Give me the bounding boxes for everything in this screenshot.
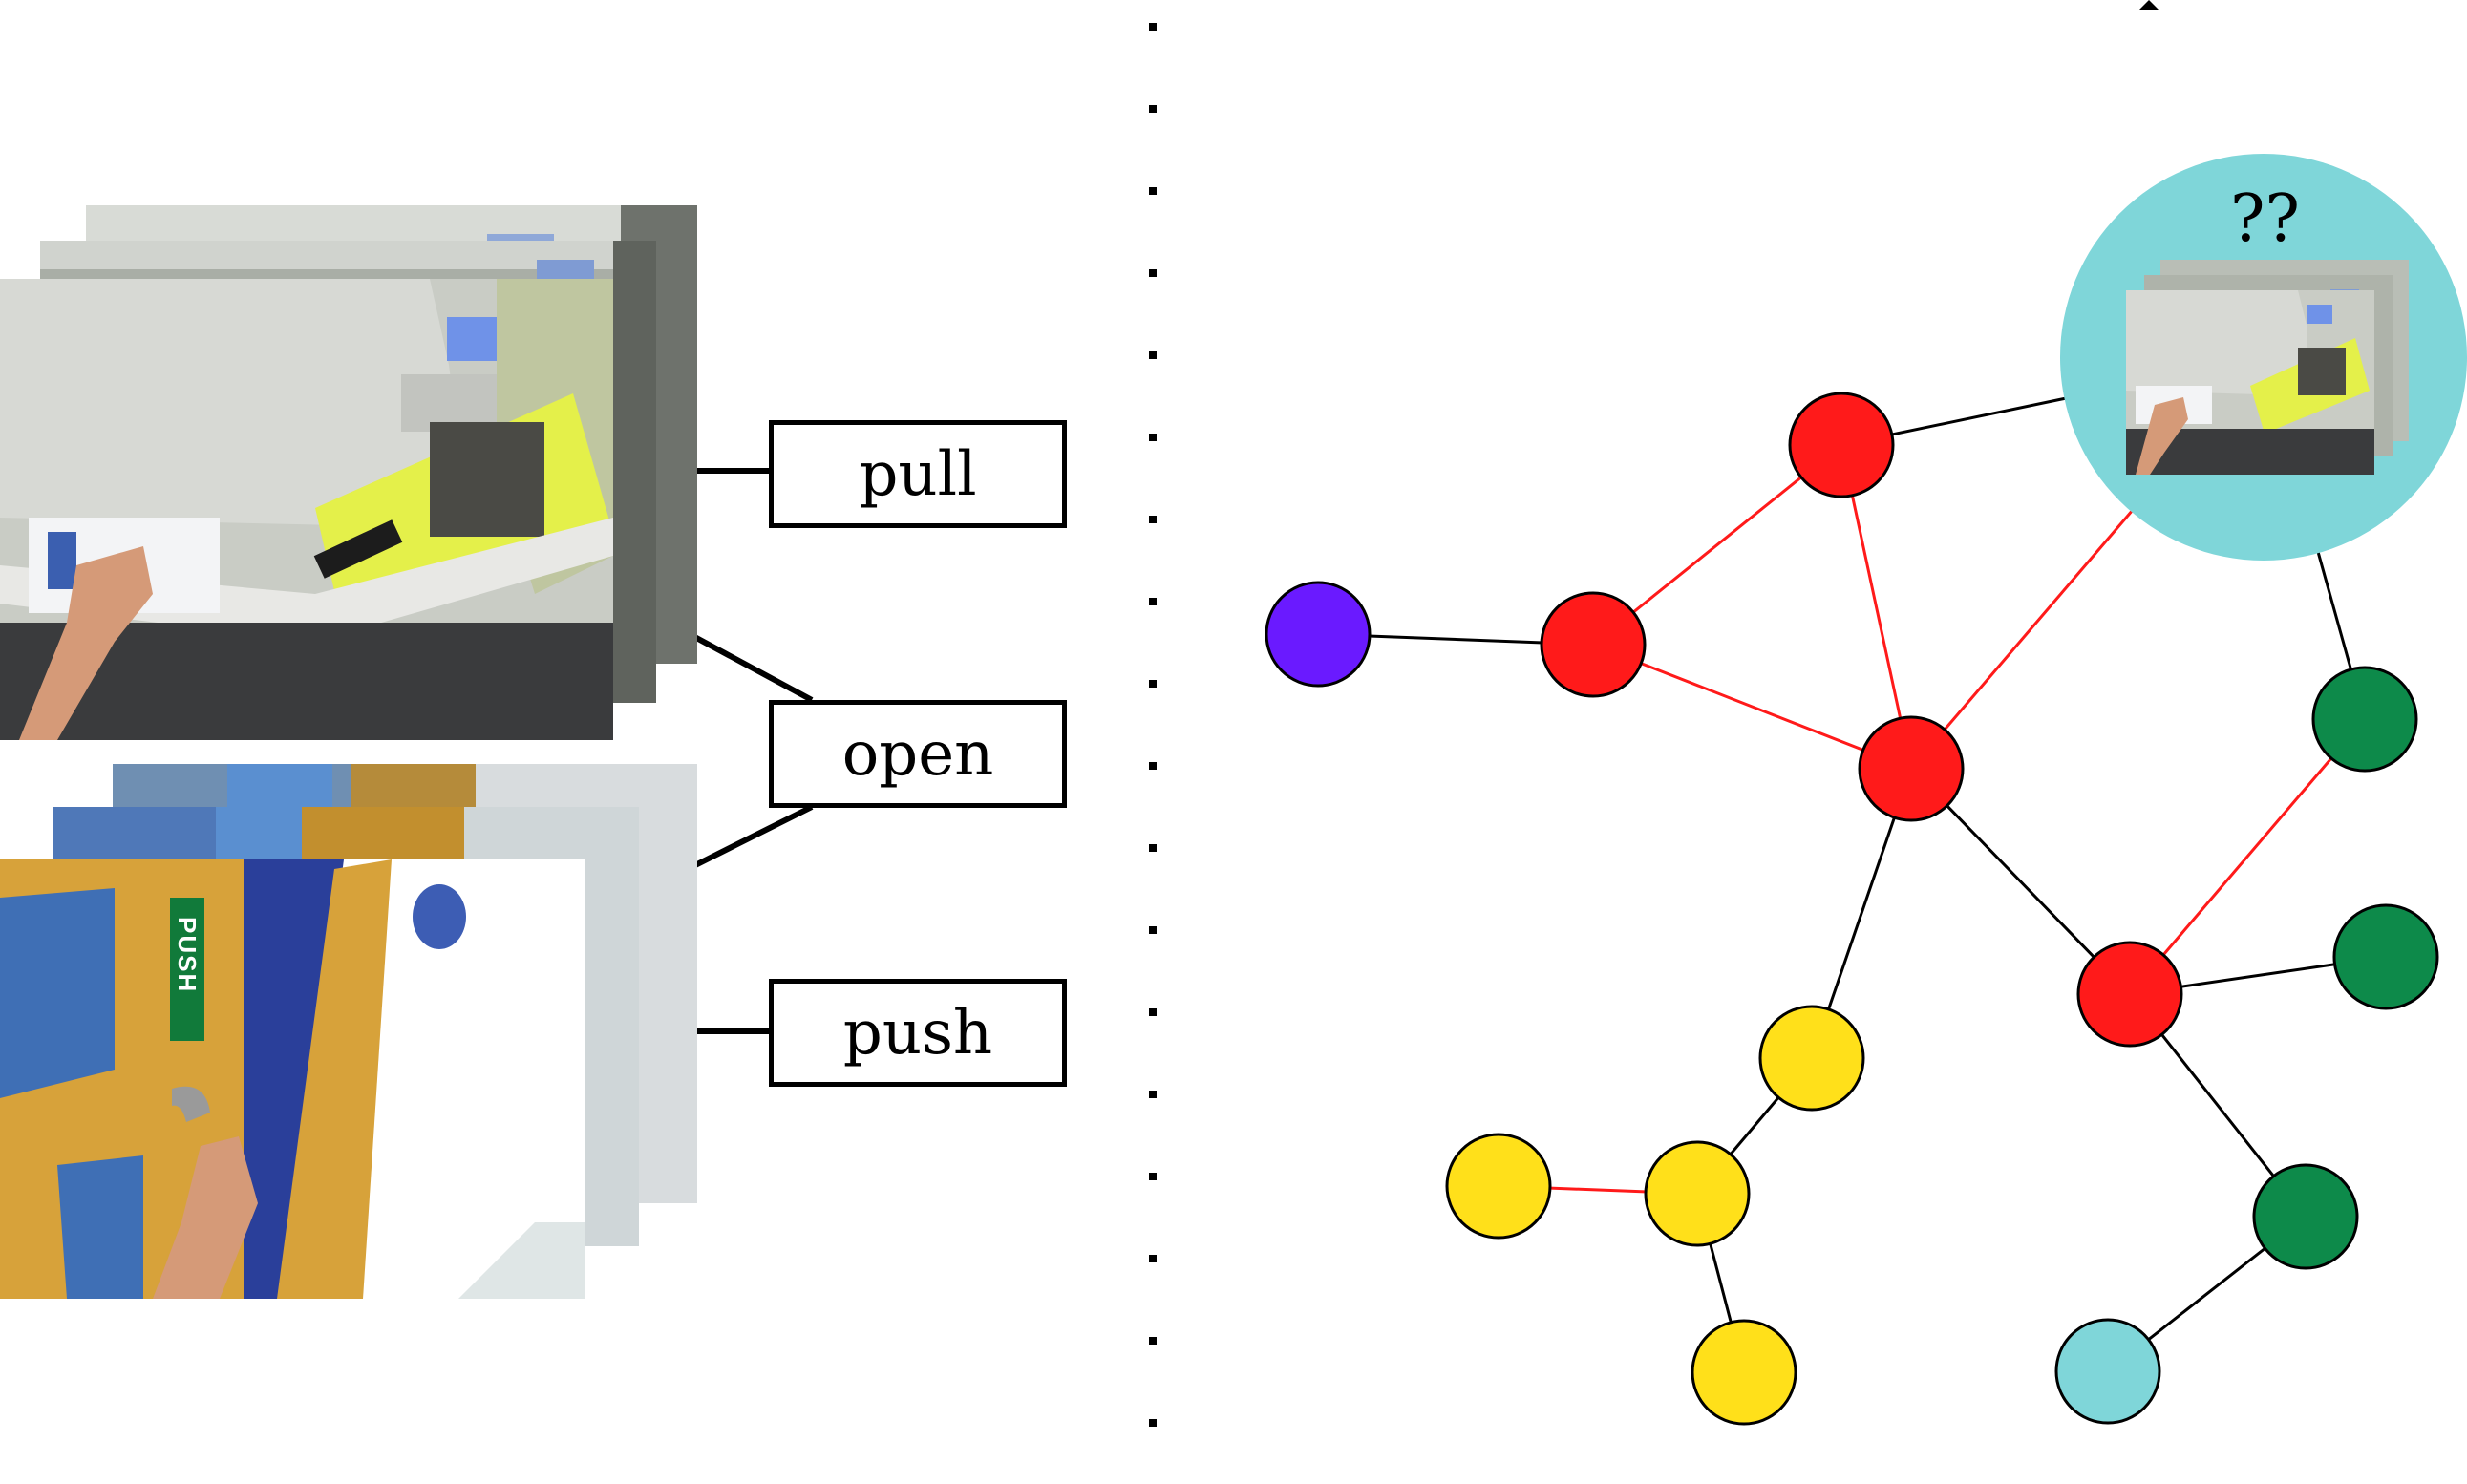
label-pull: pull <box>769 420 1067 528</box>
graph-node-purple <box>1265 581 1372 688</box>
divider-dot <box>1149 1173 1157 1180</box>
graph-node-r2 <box>1788 392 1895 498</box>
graph-node-g2 <box>2332 903 2439 1010</box>
graph-node-y2 <box>1644 1140 1751 1247</box>
graph-node-g1 <box>2311 666 2418 773</box>
divider-dot <box>1149 598 1157 605</box>
graph-node-r3 <box>1858 715 1965 822</box>
divider-dot <box>1149 1419 1157 1427</box>
graph-node-y1 <box>1758 1005 1865 1112</box>
graph-node-r4 <box>2076 941 2183 1048</box>
divider-dot <box>1149 1091 1157 1098</box>
query-label: ?? <box>2230 181 2300 257</box>
graph-edge-r1-r2 <box>1592 443 1842 647</box>
graph-node-c1 <box>2054 1318 2161 1425</box>
query-thumb-front <box>2126 290 2374 475</box>
graph-node-y3 <box>1445 1133 1552 1240</box>
graph-edge-r4-g1 <box>2128 718 2367 995</box>
divider-dot <box>1149 516 1157 523</box>
divider-dot <box>1149 680 1157 688</box>
label-push: push <box>769 979 1067 1087</box>
divider-dot <box>1149 269 1157 277</box>
divider-dot <box>1149 434 1157 441</box>
divider-dot <box>1149 23 1157 31</box>
graph-edge-r1-r3 <box>1592 643 1912 771</box>
graph-node-g3 <box>2252 1163 2359 1270</box>
divider-dot <box>1149 1008 1157 1016</box>
divider-dot <box>1149 844 1157 852</box>
divider-dot <box>1149 105 1157 113</box>
graph-node-r1 <box>1540 591 1647 698</box>
divider-dot <box>1149 926 1157 934</box>
printer-frame-front <box>0 279 613 740</box>
divider-dot <box>1149 187 1157 195</box>
door-push-sign: PUSH <box>173 917 202 993</box>
door-frame-front: PUSH <box>0 859 585 1299</box>
divider-dot <box>1149 1255 1157 1262</box>
top-arrowhead-fragment <box>2139 0 2159 10</box>
divider-dot <box>1149 351 1157 359</box>
divider-dot <box>1149 762 1157 770</box>
graph-edge-r2-r3 <box>1840 444 1913 770</box>
label-open: open <box>769 700 1067 808</box>
divider-dot <box>1149 1337 1157 1345</box>
graph-node-y4 <box>1691 1319 1797 1426</box>
